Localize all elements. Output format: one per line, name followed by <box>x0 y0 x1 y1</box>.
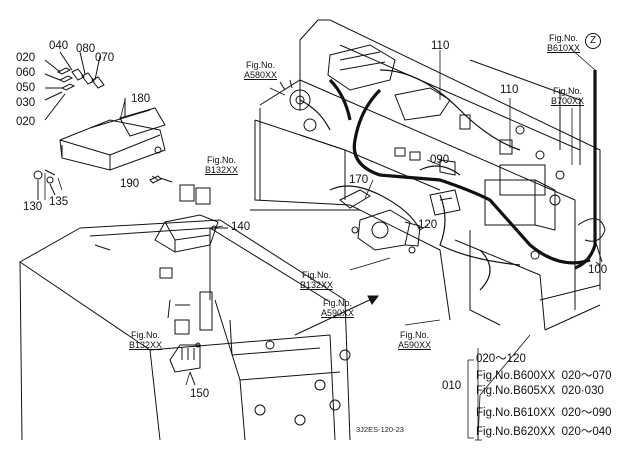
part-label-140: 140 <box>231 221 251 233</box>
part-label-070: 070 <box>95 52 115 64</box>
cable-tie-100 <box>577 218 606 263</box>
legend-row-b600: Fig.No.B600XX 020～070 <box>476 370 612 382</box>
legend-parent-part: 010 <box>442 380 462 392</box>
part-label-150: 150 <box>190 388 210 400</box>
part-label-100: 100 <box>588 264 608 276</box>
assembly-arrow <box>294 295 379 336</box>
part-label-110-left: 110 <box>431 40 450 52</box>
fig-ref-a590-right: Fig.No. A590XX <box>398 330 432 350</box>
part-label-030: 030 <box>16 97 36 109</box>
part-label-020-top: 020 <box>16 52 36 64</box>
relay-bracket-180 <box>44 98 166 176</box>
fig-ref-b610: Fig.No. B610XX <box>547 33 581 53</box>
fuse-box-140 <box>154 184 228 253</box>
legend-row-b610: Fig.No.B610XX 020～090 <box>476 407 612 419</box>
part-label-040: 040 <box>49 40 69 52</box>
starter-motor <box>339 189 461 254</box>
part-label-190: 190 <box>120 178 140 190</box>
part-label-090: 090 <box>430 154 450 166</box>
part-label-050: 050 <box>16 82 36 94</box>
part-label-110-right: 110 <box>500 84 519 96</box>
leader-lines <box>44 47 601 441</box>
fig-ref-b132-mid: Fig.No. B132XX <box>300 270 334 290</box>
connectors-090 <box>394 147 456 176</box>
legend-range: 020～120 <box>476 353 526 365</box>
fig-ref-a580: Fig.No. A580XX <box>244 60 278 80</box>
part-label-060: 060 <box>16 67 36 79</box>
part-label-120: 120 <box>418 219 438 231</box>
fig-ref-a590-mid: Fig.No. A590XX <box>321 298 355 318</box>
screw-130 <box>33 170 43 180</box>
wire-thin <box>299 69 521 291</box>
legend-row-b620: Fig.No.B620XX 020～040 <box>476 426 612 438</box>
wire-harness <box>328 70 597 270</box>
part-label-020-bottom: 020 <box>16 116 36 128</box>
part-label-130: 130 <box>23 201 43 213</box>
part-label-135: 135 <box>49 196 69 208</box>
fig-ref-b132-top: Fig.No. B132XX <box>205 155 239 175</box>
part-label-080: 080 <box>76 43 96 55</box>
z-marker: Z <box>585 33 601 49</box>
bolt-190 <box>149 175 173 184</box>
connector-pins <box>44 51 105 121</box>
fig-ref-b132-low: Fig.No. B132XX <box>129 330 163 350</box>
lower-frame <box>19 219 351 441</box>
washer-135 <box>46 176 54 184</box>
fig-ref-b700: Fig.No. B700XX <box>551 86 585 106</box>
legend-row-b605: Fig.No.B605XX 020·030 <box>476 385 604 397</box>
relay-150 <box>169 319 201 386</box>
top-connector-assembly <box>279 44 513 155</box>
diagram-code: 3J2ES-120-23 <box>356 425 404 434</box>
part-label-180: 180 <box>131 93 151 105</box>
part-label-170: 170 <box>349 174 369 186</box>
